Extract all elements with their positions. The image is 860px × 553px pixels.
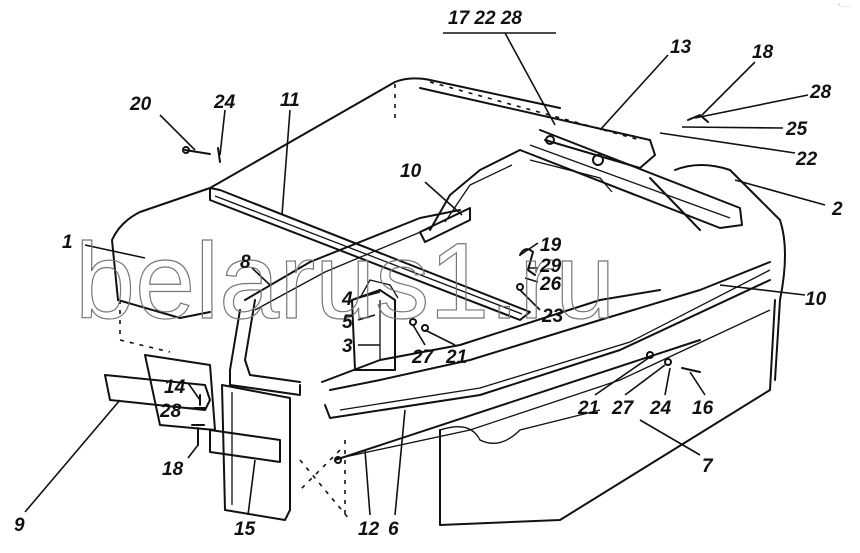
lower-body	[299, 299, 776, 526]
callout-19: 19	[540, 235, 562, 256]
callout-13: 13	[670, 37, 692, 58]
callout-14: 14	[164, 377, 186, 398]
callout-2: 2	[831, 199, 843, 220]
callout-24-lower: 24	[649, 398, 672, 419]
front-plate	[221, 384, 291, 521]
callout-21-lower: 21	[577, 398, 599, 419]
callout-26: 26	[539, 274, 562, 295]
side-member	[229, 299, 301, 396]
inner-frame	[244, 207, 471, 311]
callout-21: 21	[445, 347, 467, 368]
mount-bracket	[351, 279, 399, 371]
callout-17-22-28: 17 22 28	[448, 8, 522, 29]
fasteners	[182, 114, 709, 446]
callout-28: 28	[809, 82, 832, 103]
callout-3: 3	[342, 336, 353, 357]
callout-27: 27	[411, 347, 435, 368]
crossbar	[209, 187, 531, 321]
callout-27-lower: 27	[611, 398, 635, 419]
callout-5: 5	[342, 312, 353, 333]
callout-11: 11	[280, 90, 300, 111]
upper-rear-bar	[419, 87, 743, 231]
callout-28-lower: 28	[159, 401, 182, 422]
callout-1: 1	[62, 232, 73, 253]
leader-lines	[24, 32, 826, 516]
watermark: belarus1.ru	[75, 220, 615, 341]
rod	[334, 339, 701, 464]
callout-8: 8	[240, 252, 251, 273]
corner-mark: °· ···	[838, 4, 850, 10]
callout-7: 7	[702, 456, 714, 477]
callout-22: 22	[795, 149, 818, 170]
callout-18: 18	[752, 42, 774, 63]
callout-6: 6	[388, 519, 399, 540]
callout-labels: 17 22 28 13 18 28 25 22 2 20 24 11 10 1 …	[14, 8, 843, 540]
callout-25: 25	[785, 119, 808, 140]
callout-24: 24	[213, 92, 236, 113]
callout-10-right: 10	[805, 289, 827, 310]
side-panel	[299, 164, 786, 521]
callout-23: 23	[541, 306, 564, 327]
callout-29: 29	[539, 256, 562, 277]
callout-18-lower: 18	[162, 459, 184, 480]
callout-15: 15	[234, 519, 256, 540]
callout-16: 16	[692, 398, 714, 419]
callout-12: 12	[358, 519, 380, 540]
callout-9: 9	[14, 515, 25, 536]
callout-4: 4	[341, 289, 353, 310]
callout-20: 20	[129, 94, 152, 115]
callout-10: 10	[400, 161, 422, 182]
